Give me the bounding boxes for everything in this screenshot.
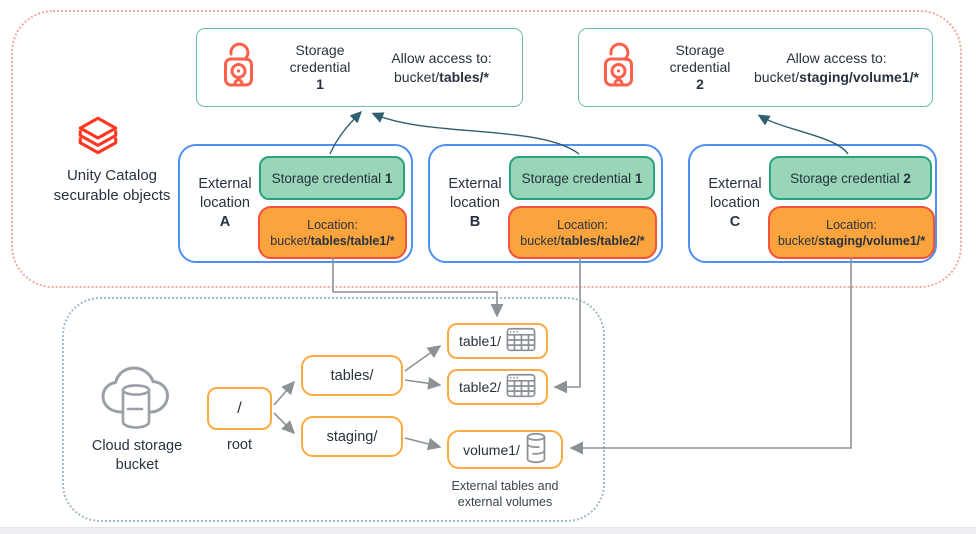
storage-credential-2-allow: Allow access to: bucket/staging/volume1/… (749, 49, 924, 87)
location-label-line2: location (450, 195, 500, 211)
location-letter: A (219, 214, 231, 230)
location-pill-path: bucket/tables/table1/* (270, 233, 394, 249)
location-label-line2: location (200, 195, 250, 211)
location-c-path-pill: Location: bucket/staging/volume1/* (768, 206, 935, 259)
leaf-node-volume1: volume1/ (447, 430, 563, 469)
volume-icon (525, 432, 547, 467)
external-location-a-box: External location A Storage credential 1… (178, 144, 413, 263)
location-pill-label: Location: (307, 217, 358, 232)
leaf-node-table2: table2/ (447, 369, 548, 405)
path-prefix: bucket/ (520, 233, 561, 248)
location-a-credential-pill: Storage credential 1 (259, 156, 405, 200)
external-location-c-box: External location C Storage credential 2… (688, 144, 937, 263)
location-b-credential-pill: Storage credential 1 (509, 156, 655, 200)
location-label-line1: External (448, 176, 502, 192)
lock-icon (219, 41, 259, 94)
location-c-credential-pill: Storage credential 2 (769, 156, 932, 200)
cloud-storage-bucket-label: Cloud storage bucket (68, 437, 206, 475)
lock-icon (599, 41, 639, 94)
table-icon (506, 327, 536, 355)
location-b-path-pill: Location: bucket/tables/table2/* (508, 206, 657, 259)
location-label-line1: External (708, 176, 762, 192)
volume1-label: volume1/ (463, 441, 520, 458)
location-pill-path: bucket/staging/volume1/* (778, 233, 925, 249)
storage-credential-1-box: Storage credential 1 Allow access to: bu… (196, 28, 523, 107)
root-caption: root (207, 437, 272, 453)
path-bold: staging/volume1/* (799, 68, 919, 85)
folder-tables-label: tables/ (330, 367, 374, 384)
credential-pill-text: Storage credential (271, 170, 382, 186)
external-location-b-label: External location B (438, 146, 512, 261)
storage-credential-2-title: Storage credential 2 (651, 42, 749, 93)
credential-pill-number: 2 (903, 170, 911, 186)
storage-credential-2-box: Storage credential 2 Allow access to: bu… (578, 28, 933, 107)
table-icon (506, 373, 536, 401)
external-location-b-box: External location B Storage credential 1… (428, 144, 663, 263)
credential-number: 2 (696, 76, 704, 92)
path-prefix: bucket/ (394, 68, 440, 85)
path-bold: staging/volume1/* (818, 233, 926, 248)
path-prefix: bucket/ (777, 233, 819, 248)
folder-staging-label: staging/ (326, 428, 378, 445)
cloud-label-line1: Cloud storage (91, 438, 183, 454)
credential-title-line1: Storage (295, 42, 345, 58)
allow-access-path: bucket/staging/volume1/* (749, 68, 924, 87)
location-letter: C (729, 214, 741, 230)
location-pill-label: Location: (826, 217, 877, 232)
path-bold: tables/* (439, 68, 489, 85)
external-location-a-label: External location A (188, 146, 262, 261)
root-node-label: / (237, 399, 242, 417)
unity-catalog-label-line1: Unity Catalog (66, 167, 158, 184)
credential-title-line2: credential (289, 59, 351, 75)
credential-number: 1 (316, 76, 324, 92)
storage-credential-1-allow: Allow access to: bucket/tables/* (369, 49, 514, 87)
location-pill-path: bucket/tables/table2/* (520, 233, 644, 249)
databricks-logo-icon (74, 115, 122, 159)
allow-access-path: bucket/tables/* (369, 68, 514, 87)
external-location-c-label: External location C (698, 146, 772, 261)
credential-pill-text: Storage credential (790, 170, 900, 186)
leaf-node-table1: table1/ (447, 323, 548, 359)
credential-pill-text: Storage credential (521, 170, 632, 186)
root-caption-text: root (227, 437, 252, 453)
path-bold: tables/table2/* (560, 233, 645, 248)
credential-pill-number: 1 (634, 170, 643, 186)
unity-catalog-label-line2: securable objects (53, 187, 171, 204)
credential-title-line1: Storage (675, 42, 725, 58)
location-a-path-pill: Location: bucket/tables/table1/* (258, 206, 407, 259)
folder-node-staging: staging/ (301, 416, 403, 457)
path-bold: tables/table1/* (310, 233, 395, 248)
folder-node-tables: tables/ (301, 355, 403, 396)
unity-catalog-label: Unity Catalog securable objects (20, 166, 204, 206)
location-pill-label: Location: (557, 217, 608, 232)
tree-caption-line1: External tables and (451, 479, 559, 493)
location-label-line1: External (198, 176, 252, 192)
cloud-storage-icon (96, 364, 178, 434)
tree-caption: External tables and external volumes (416, 478, 594, 510)
root-node: / (207, 387, 272, 430)
location-label-line2: location (710, 195, 760, 211)
cloud-label-line2: bucket (115, 457, 159, 473)
tree-caption-line2: external volumes (457, 495, 553, 509)
credential-title-line2: credential (669, 59, 731, 75)
allow-access-label: Allow access to: (391, 49, 492, 66)
page-bottom-strip (0, 527, 976, 534)
table1-label: table1/ (458, 333, 502, 349)
path-prefix: bucket/ (754, 68, 800, 85)
allow-access-label: Allow access to: (786, 49, 887, 66)
path-prefix: bucket/ (270, 233, 311, 248)
storage-credential-1-title: Storage credential 1 (271, 42, 369, 93)
location-letter: B (469, 214, 481, 230)
table2-label: table2/ (458, 379, 502, 395)
credential-pill-number: 1 (384, 170, 393, 186)
